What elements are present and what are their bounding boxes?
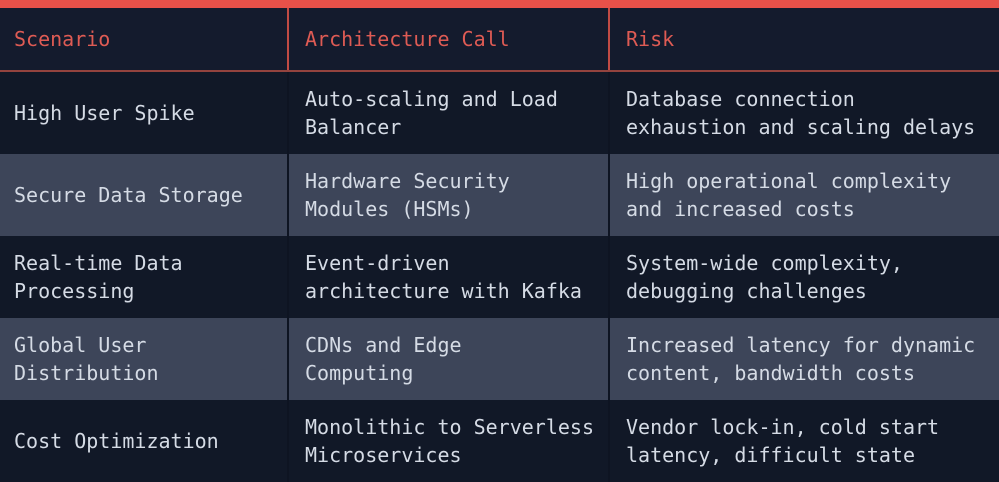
table-header-row: Scenario Architecture Call Risk [0, 8, 999, 72]
table-top-accent-bar [0, 0, 999, 8]
cell-architecture-call: Monolithic to Serverless Microservices [289, 400, 610, 482]
table-row: Cost Optimization Monolithic to Serverle… [0, 400, 999, 482]
cell-architecture-call: CDNs and Edge Computing [289, 318, 610, 400]
cell-scenario: Global User Distribution [0, 318, 289, 400]
cell-risk: Vendor lock-in, cold start latency, diff… [626, 415, 940, 467]
cell-risk: Database connection exhaustion and scali… [626, 87, 976, 139]
cell-risk: Increased latency for dynamic content, b… [626, 333, 976, 385]
cell-risk: High operational complexity and increase… [626, 169, 952, 221]
cell-scenario: Real-time Data Processing [0, 236, 289, 318]
table-row: Global User Distribution CDNs and Edge C… [0, 318, 999, 400]
table-row: High User Spike Auto-scaling and Load Ba… [0, 72, 999, 154]
cell-architecture-call: Event-driven architecture with Kafka [289, 236, 610, 318]
column-header-scenario: Scenario [0, 8, 289, 70]
column-header-architecture-call: Architecture Call [289, 8, 610, 70]
cell-scenario: High User Spike [0, 72, 289, 154]
cell-scenario: Cost Optimization [0, 400, 289, 482]
table-row: Secure Data Storage Hardware Security Mo… [0, 154, 999, 236]
column-header-risk: Risk [626, 27, 675, 51]
cell-architecture-call: Auto-scaling and Load Balancer [289, 72, 610, 154]
cell-scenario: Secure Data Storage [0, 154, 289, 236]
cell-architecture-call: Hardware Security Modules (HSMs) [289, 154, 610, 236]
cell-risk: System-wide complexity, debugging challe… [626, 251, 903, 303]
table-row: Real-time Data Processing Event-driven a… [0, 236, 999, 318]
